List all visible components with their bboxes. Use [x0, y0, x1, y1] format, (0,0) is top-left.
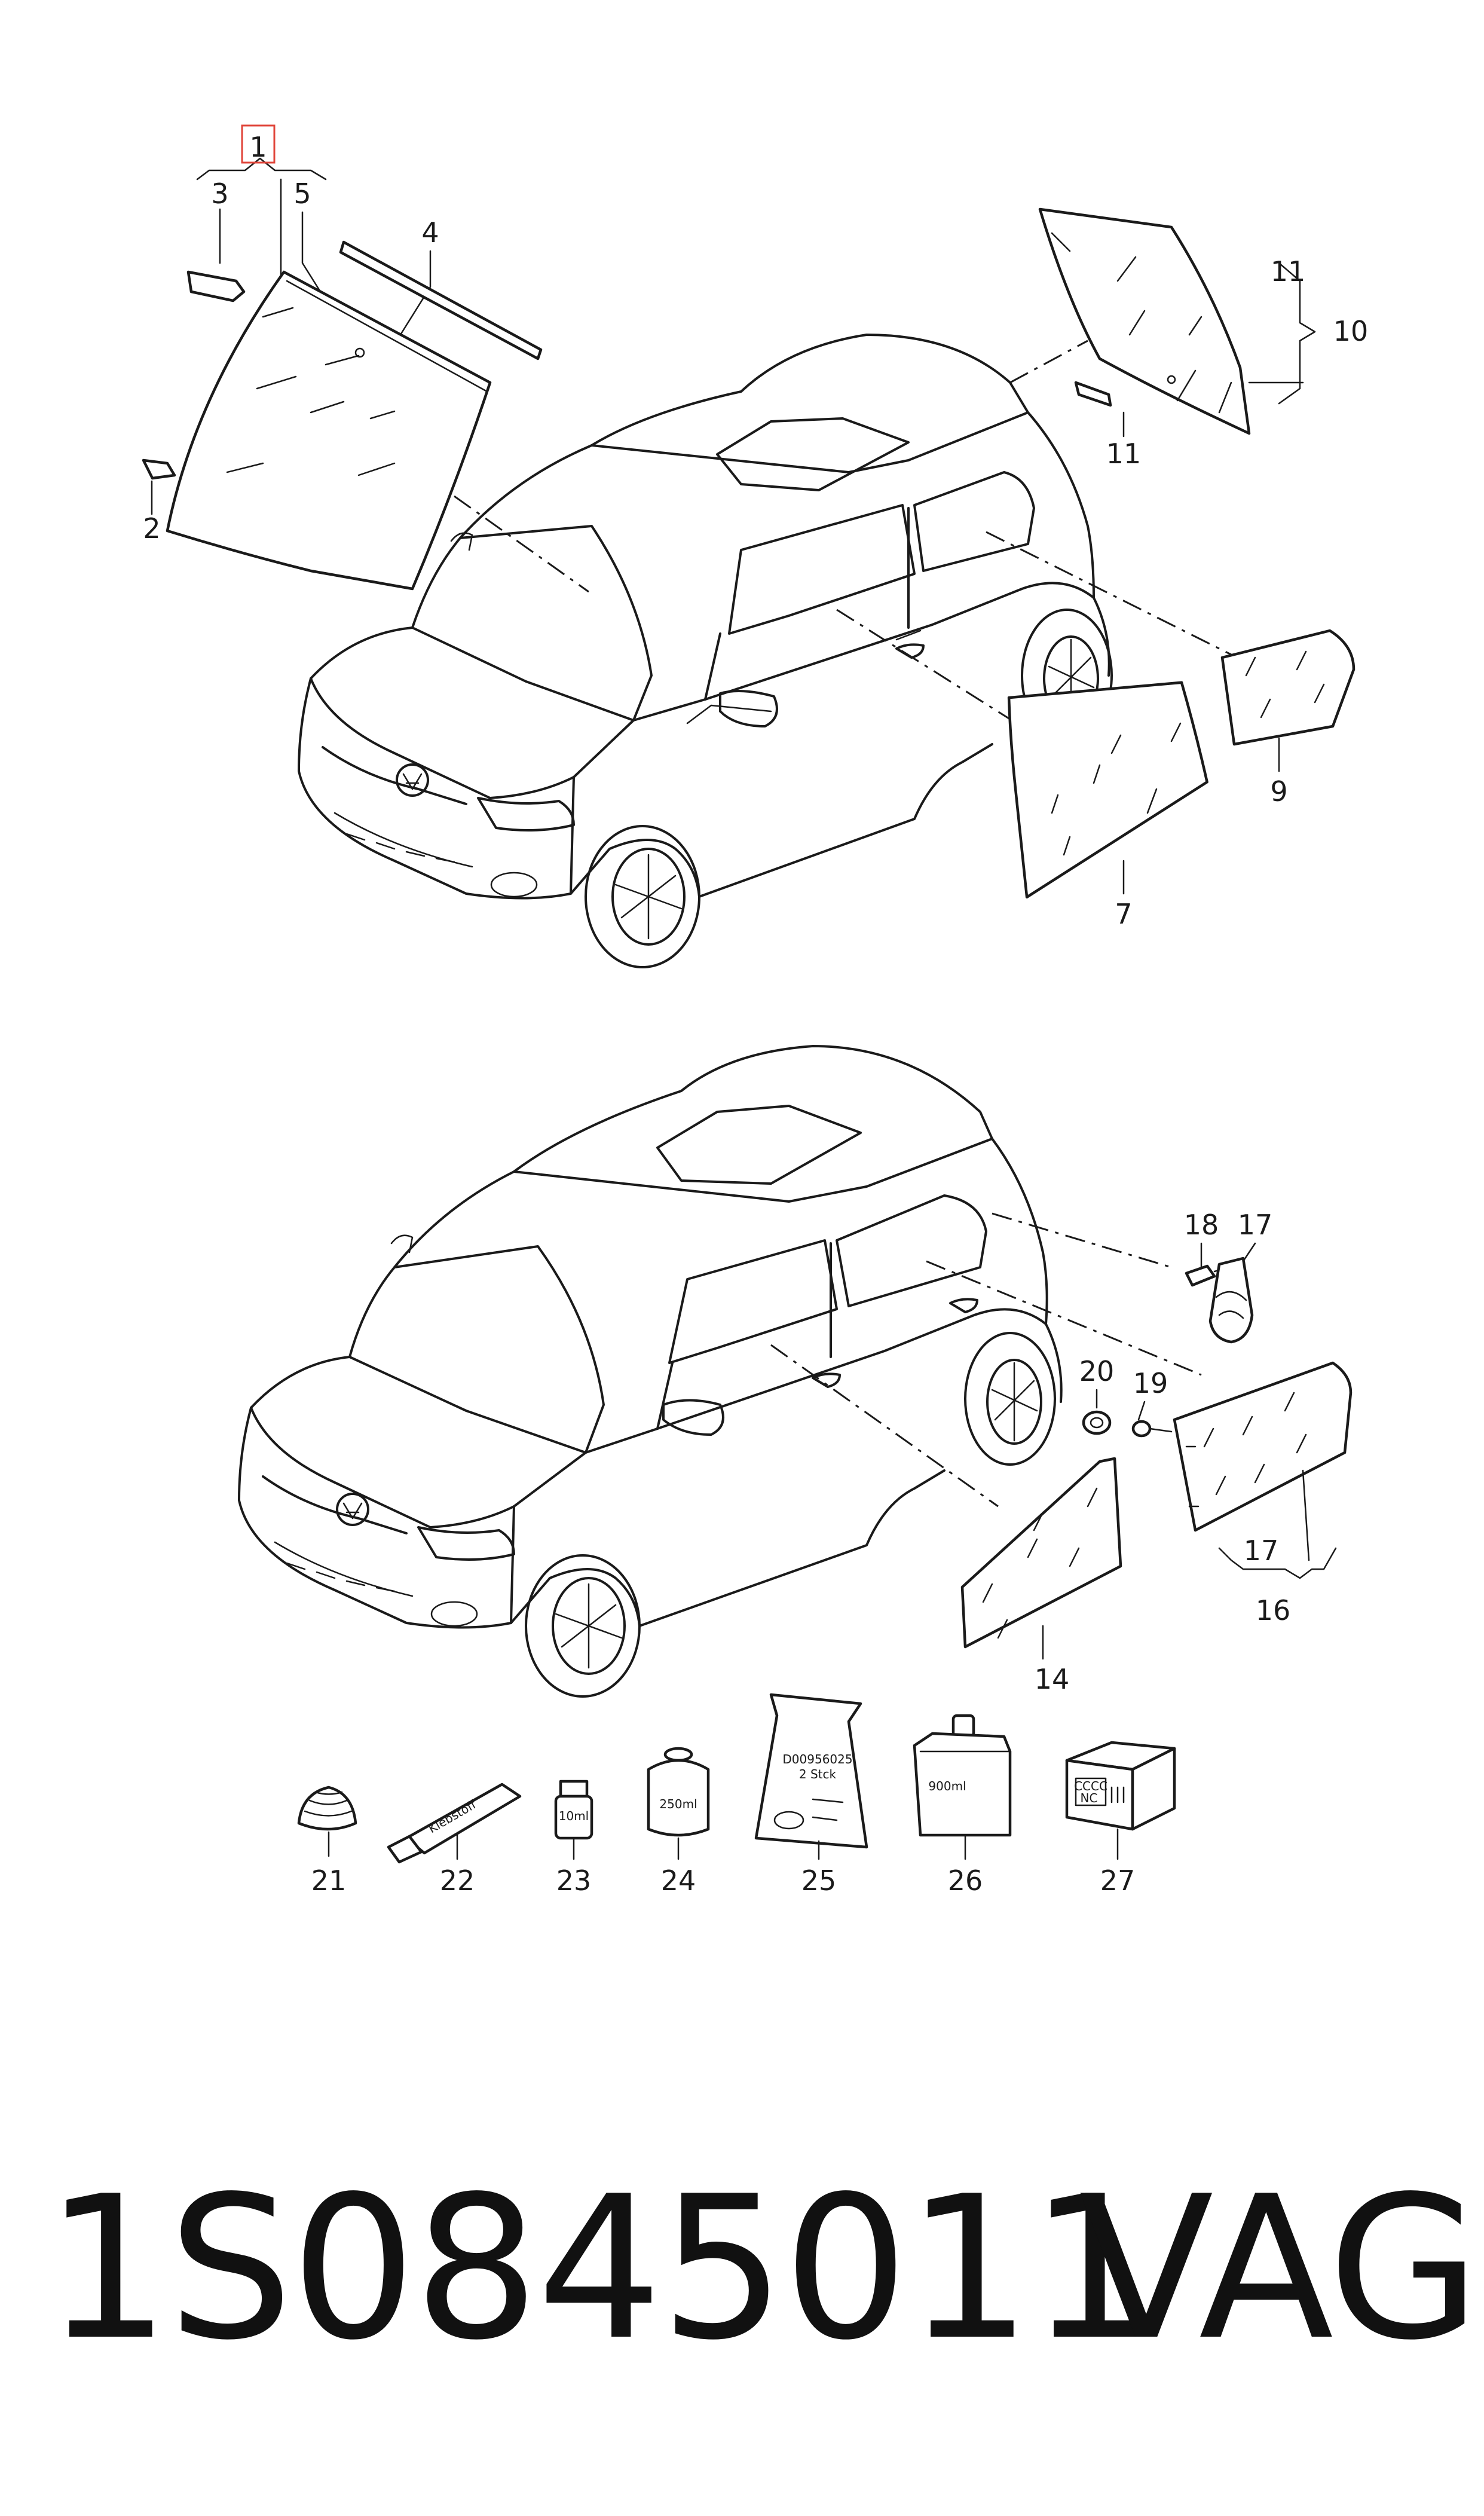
callout-9: 9: [1270, 775, 1287, 808]
callout-21: 21: [311, 1864, 347, 1897]
can-label: 250ml: [659, 1797, 697, 1811]
callout-22: 22: [440, 1864, 475, 1897]
leaders-bottom: [770, 1212, 1202, 1508]
part-14-window: [960, 1457, 1122, 1649]
part-1-windscreen: [166, 270, 492, 591]
door-windows-top: 7 9: [1007, 629, 1356, 930]
callout-7: 7: [1115, 898, 1132, 930]
vial-label: 10ml: [559, 1809, 589, 1823]
callout-27: 27: [1100, 1864, 1136, 1897]
part-5-sensor: [354, 347, 365, 358]
windscreen-group: 1 3 5 4 2: [142, 124, 543, 591]
part-3-clip: [186, 270, 246, 302]
part-11-pin: [1074, 381, 1112, 407]
car-bottom: [238, 1045, 1063, 1698]
callout-4: 4: [421, 216, 439, 249]
callout-25: 25: [801, 1864, 837, 1897]
bag-label-line2: 2 Stck: [799, 1767, 837, 1781]
part-9-window: [1220, 629, 1356, 746]
callout-23: 23: [556, 1864, 592, 1897]
callout-11-bottom: 11: [1106, 438, 1142, 470]
callout-2: 2: [143, 512, 160, 545]
part-21-seal: 21: [297, 1786, 357, 1897]
callout-3: 3: [211, 178, 228, 210]
part-18-screw: [1185, 1264, 1216, 1287]
callout-19: 19: [1133, 1367, 1168, 1399]
part-2-clip: [142, 458, 176, 480]
callout-24: 24: [661, 1864, 696, 1897]
callout-5: 5: [293, 178, 311, 210]
part-23-vial: 10ml 23: [554, 1780, 593, 1897]
bottle-label: 900ml: [928, 1779, 966, 1793]
callout-1: 1: [249, 131, 267, 163]
callout-10: 10: [1333, 315, 1369, 347]
part-19-washer: [1131, 1420, 1152, 1438]
part-24-can: 250ml 24: [647, 1747, 710, 1897]
callout-20: 20: [1079, 1355, 1115, 1387]
callout-11-top: 11: [1271, 255, 1306, 288]
bag-label-line1: D00956025: [782, 1752, 852, 1766]
brand: VAG: [1079, 2154, 1480, 2383]
callout-16: 16: [1256, 1594, 1291, 1627]
part-25-bag: D00956025 2 Stck 25: [754, 1693, 868, 1897]
box-label-line1: CCCC: [1074, 1779, 1107, 1793]
callout-17-top: 17: [1238, 1209, 1273, 1241]
part-10-window: [1038, 207, 1251, 435]
part-14-group: 14: [960, 1457, 1122, 1695]
callout-14: 14: [1035, 1663, 1070, 1695]
accessories-row: 21 Klebstoff 22 10ml 23 250ml 24: [297, 1693, 1176, 1897]
callout-1-highlight: [241, 124, 276, 164]
part-20-nut: [1082, 1410, 1112, 1435]
leaders-top: [454, 340, 1232, 754]
part-22-tube: Klebstoff 22: [387, 1783, 522, 1897]
part-17-hinge: [1208, 1257, 1254, 1344]
callout-17-bottom: 17: [1244, 1534, 1279, 1567]
box-label-line2: NC: [1081, 1791, 1098, 1805]
rear-glass-group: 11 10 11: [1038, 207, 1369, 470]
callout-26: 26: [948, 1864, 983, 1897]
part-16-window: [1173, 1361, 1353, 1532]
part-7-window: [1007, 681, 1208, 899]
part-27-box: CCCC NC 27: [1065, 1741, 1176, 1897]
part-4-strip: [339, 240, 543, 360]
part-number: 1S0845011: [45, 2154, 1155, 2383]
callout-18: 18: [1184, 1209, 1219, 1241]
part-16-group: 17 16 18 17 20 19: [1079, 1209, 1353, 1627]
part-26-bottle: 900ml 26: [913, 1714, 1012, 1897]
